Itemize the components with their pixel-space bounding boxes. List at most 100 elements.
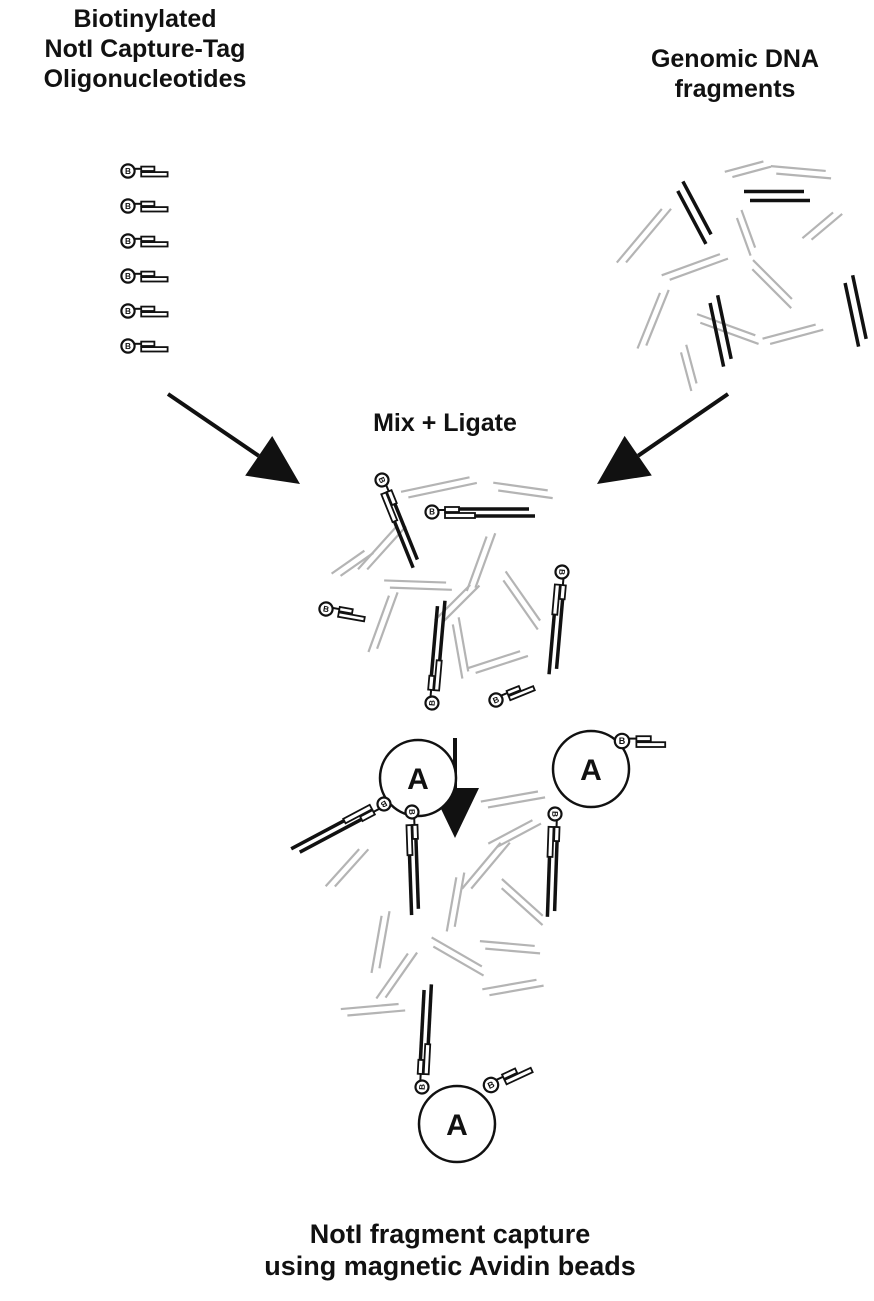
avidin-bead: A bbox=[551, 729, 631, 809]
capture-label: NotI fragment capture using magnetic Avi… bbox=[200, 1218, 700, 1283]
dna-fragment bbox=[431, 936, 485, 977]
capture-label-line1: NotI fragment capture bbox=[309, 1219, 591, 1249]
capture-label-line2: using magnetic Avidin beads bbox=[264, 1251, 636, 1282]
dna-fragment bbox=[367, 591, 399, 653]
arrow-oligos-to-mix bbox=[166, 392, 300, 484]
dna-fragment bbox=[724, 160, 772, 179]
genomic-label: Genomic DNA fragments bbox=[610, 44, 860, 104]
biotin-letter: B bbox=[125, 237, 131, 246]
dna-fragment bbox=[384, 579, 452, 591]
oligo-label-line1: Biotinylated bbox=[73, 5, 217, 33]
oligo-label-line2: NotI Capture-Tag bbox=[44, 35, 246, 63]
avidin-letter: A bbox=[446, 1109, 468, 1142]
ligated-fragment: B bbox=[404, 804, 421, 916]
ligated-fragment: B bbox=[545, 806, 563, 917]
biotin-letter: B bbox=[486, 1079, 497, 1091]
capture-tag-oligo: B bbox=[120, 163, 169, 179]
biotin-marker: B bbox=[120, 338, 136, 354]
biotin-marker: B bbox=[488, 692, 504, 708]
biotin-marker: B bbox=[404, 804, 420, 820]
biotin-letter: B bbox=[429, 508, 435, 517]
biotin-letter: B bbox=[619, 736, 626, 746]
dna-fragment bbox=[482, 978, 544, 997]
dna-fragment bbox=[770, 165, 832, 180]
biotin-letter: B bbox=[557, 569, 566, 576]
biotin-marker: B bbox=[120, 303, 136, 319]
avidin-letter: A bbox=[580, 754, 602, 787]
genomic-notI-fragment bbox=[843, 274, 868, 347]
dna-fragment bbox=[661, 253, 729, 281]
mix-label-text: Mix + Ligate bbox=[373, 409, 517, 437]
biotin-letter: B bbox=[125, 342, 131, 351]
oligo-label-line3: Oligonucleotides bbox=[43, 65, 247, 93]
genomic-notI-fragment bbox=[708, 294, 733, 367]
dna-fragment bbox=[340, 1002, 406, 1017]
capture-tag-oligo: B bbox=[120, 268, 169, 284]
biotin-marker: B bbox=[318, 601, 334, 617]
dna-fragment bbox=[465, 532, 497, 592]
oligo-stack: B B B B B B bbox=[120, 163, 169, 354]
dna-fragment bbox=[480, 790, 546, 809]
dna-fragment bbox=[370, 910, 391, 974]
dna-fragment bbox=[434, 584, 481, 622]
dna-fragment bbox=[762, 323, 824, 346]
biotin-letter: B bbox=[377, 476, 388, 485]
biotin-letter: B bbox=[427, 700, 436, 707]
ligated-fragment: B bbox=[290, 796, 392, 854]
biotin-letter: B bbox=[125, 307, 131, 316]
dna-fragment bbox=[451, 617, 470, 679]
biotin-marker: B bbox=[482, 1076, 500, 1094]
dna-fragment bbox=[487, 819, 542, 848]
capture-tag-oligo: B bbox=[120, 233, 169, 249]
dna-fragment bbox=[479, 940, 541, 955]
biotin-letter: B bbox=[418, 1084, 427, 1090]
ligated-fragment: B bbox=[424, 504, 535, 520]
biotin-marker: B bbox=[120, 198, 136, 214]
dna-fragment bbox=[375, 951, 418, 1000]
biotin-marker: B bbox=[120, 233, 136, 249]
biotin-marker: B bbox=[424, 695, 440, 711]
biotin-marker: B bbox=[376, 796, 392, 812]
mix-label: Mix + Ligate bbox=[330, 408, 560, 438]
biotin-letter: B bbox=[125, 272, 131, 281]
biotin-marker: B bbox=[120, 163, 136, 179]
biotin-marker: B bbox=[120, 268, 136, 284]
ligated-fragment: B bbox=[414, 984, 434, 1095]
dna-fragment bbox=[324, 848, 370, 888]
capture-tag-oligo: B bbox=[318, 601, 366, 623]
capture-tag-oligo: B bbox=[120, 338, 169, 354]
arrow-genomic-to-mix bbox=[597, 392, 730, 484]
biotin-letter: B bbox=[407, 809, 416, 815]
dna-fragment bbox=[467, 650, 529, 675]
dna-fragment bbox=[502, 570, 541, 631]
biotin-letter: B bbox=[492, 695, 501, 706]
dna-fragment bbox=[500, 878, 544, 926]
biotin-marker: B bbox=[613, 732, 631, 750]
capture-tag-oligo: B bbox=[120, 198, 169, 214]
dna-fragment bbox=[801, 211, 843, 241]
dna-fragment bbox=[696, 313, 759, 345]
biotin-letter: B bbox=[550, 811, 559, 817]
biotin-marker: B bbox=[424, 504, 440, 520]
dna-fragment bbox=[330, 549, 374, 577]
biotin-marker: B bbox=[547, 806, 563, 822]
capture-tag-oligo: B bbox=[120, 303, 169, 319]
genomic-notI-fragment bbox=[676, 180, 713, 245]
biotin-letter: B bbox=[125, 167, 131, 176]
genomic-notI-fragment bbox=[744, 189, 810, 203]
biotin-marker: B bbox=[374, 472, 390, 488]
avidin-bead: A bbox=[417, 1084, 497, 1164]
dna-fragment bbox=[445, 872, 466, 932]
dna-fragment bbox=[615, 208, 672, 264]
dna-fragment bbox=[735, 209, 757, 257]
biotin-marker: B bbox=[414, 1079, 430, 1095]
ligated-fragment: B bbox=[374, 472, 419, 569]
dna-fragment bbox=[493, 481, 553, 500]
genomic-label-line1: Genomic DNA bbox=[650, 45, 820, 73]
biotin-letter: B bbox=[379, 798, 389, 809]
ligated-fragment: B bbox=[424, 600, 447, 711]
dna-fragment bbox=[461, 841, 511, 890]
biotin-letter: B bbox=[322, 604, 329, 614]
